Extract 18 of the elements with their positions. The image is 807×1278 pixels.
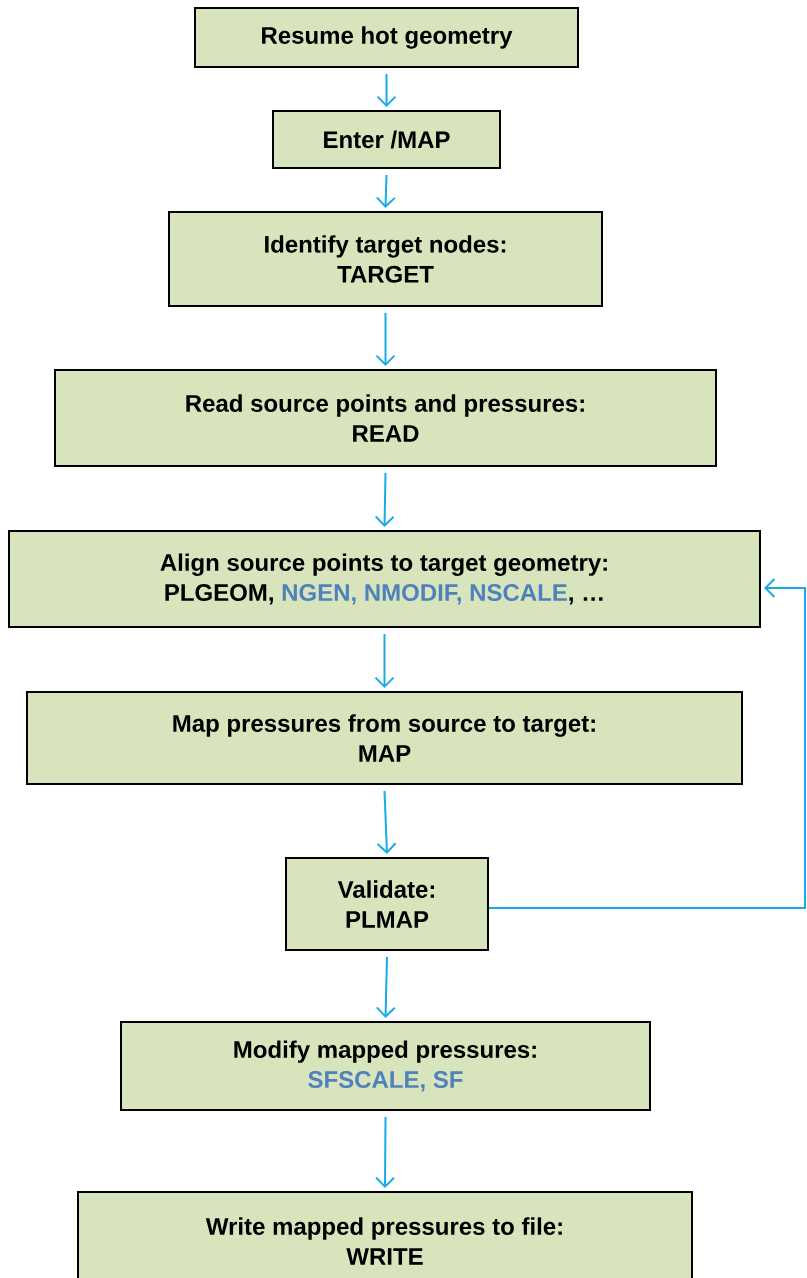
process-box: Map pressures from source to target: MAP [26,691,743,785]
arrow [375,1116,396,1188]
arrow [488,578,806,909]
arrow [374,633,395,688]
arrow [375,956,396,1018]
arrow [375,312,396,366]
arrow [376,73,397,107]
process-box: Write mapped pressures to file: WRITE [77,1191,693,1278]
arrow [376,790,397,854]
process-box: Identify target nodes: TARGET [168,211,603,307]
process-box: Align source points to target geometry: PLGEOM, NGEN, NMODIF, NSCALE, … [8,530,761,628]
process-box: Enter /MAP [272,110,501,169]
process-box: Resume hot geometry [194,7,579,68]
process-box: Validate: PLMAP [285,857,489,951]
process-box: Modify mapped pressures: SFSCALE, SF [120,1021,651,1111]
arrow [375,174,396,208]
process-box: Read source points and pressures: READ [54,369,717,467]
arrow [374,472,395,527]
